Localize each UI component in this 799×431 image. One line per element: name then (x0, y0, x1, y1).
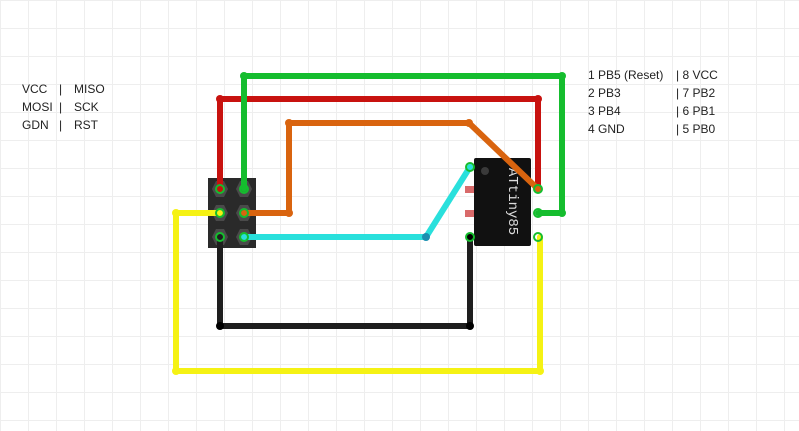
chip-pin-4-label: 4 GND (588, 122, 625, 136)
chip-pin-6-label: | 6 PB1 (676, 104, 716, 118)
attiny85-chip: ATtiny85 (465, 158, 531, 246)
chip-pin-8-label: | 8 VCC (676, 68, 718, 82)
node-dot (285, 209, 293, 217)
node-dot (422, 233, 430, 241)
isp-legend-row: VCC | MISO (22, 80, 132, 98)
isp-legend-row: MOSI | SCK (22, 98, 132, 116)
wire-cyan[interactable] (241, 164, 473, 240)
node-dot (536, 367, 544, 375)
pin-end-ring (533, 208, 543, 218)
chip-pin-7-label: | 7 PB2 (676, 86, 716, 100)
pin-end-ring (239, 208, 249, 218)
chip-pin-3[interactable] (465, 210, 474, 217)
node-dot (285, 119, 293, 127)
separator: | (59, 118, 63, 132)
chip-pin-1-label: 1 PB5 (Reset) (588, 68, 664, 82)
pin-end-ring (215, 232, 225, 242)
wire-black[interactable] (217, 234, 473, 329)
chip-pinout-legend: 1 PB5 (Reset) | 8 VCC 2 PB3 | 7 PB2 3 PB… (588, 66, 788, 138)
node-dot (172, 209, 180, 217)
pin-end-ring (215, 184, 225, 194)
isp-header-legend: VCC | MISO MOSI | SCK GDN | RST (22, 80, 132, 134)
chip-notch-dot (481, 167, 489, 175)
isp-pin-vcc-label: VCC (22, 82, 48, 96)
isp-pin-sck-label: SCK (74, 100, 99, 114)
chip-legend-row: 1 PB5 (Reset) | 8 VCC (588, 66, 788, 84)
pin-end-ring (239, 232, 249, 242)
chip-legend-row: 3 PB4 | 6 PB1 (588, 102, 788, 120)
isp-pin-gnd-label: GDN (22, 118, 49, 132)
pin-end-ring (239, 184, 249, 194)
chip-pin-5-label: | 5 PB0 (676, 122, 716, 136)
node-dot (466, 322, 474, 330)
wire-red[interactable] (217, 96, 541, 192)
chip-label: ATtiny85 (504, 168, 520, 235)
chip-legend-row: 4 GND | 5 PB0 (588, 120, 788, 138)
isp-legend-row: GDN | RST (22, 116, 132, 134)
chip-pin-2-label: 2 PB3 (588, 86, 621, 100)
node-dot (240, 72, 248, 80)
chip-body (474, 158, 531, 246)
node-dot (558, 72, 566, 80)
isp-pin-miso-label: MISO (74, 82, 105, 96)
node-dot (558, 209, 566, 217)
chip-pin-2[interactable] (465, 186, 474, 193)
pin-end-ring (215, 208, 225, 218)
separator: | (59, 100, 63, 114)
pin-end-ring (465, 162, 475, 172)
separator: | (59, 82, 63, 96)
node-dot (172, 367, 180, 375)
isp-pin-rst-label: RST (74, 118, 98, 132)
pin-end-ring (533, 184, 543, 194)
node-dot (216, 95, 224, 103)
node-dot (534, 95, 542, 103)
isp-pin-mosi-label: MOSI (22, 100, 53, 114)
node-dot (466, 233, 474, 241)
pin-end-ring (465, 232, 475, 242)
chip-pin-3-label: 3 PB4 (588, 104, 621, 118)
chip-legend-row: 2 PB3 | 7 PB2 (588, 84, 788, 102)
pin-end-ring (533, 232, 543, 242)
node-dot (465, 119, 473, 127)
node-dot (216, 322, 224, 330)
